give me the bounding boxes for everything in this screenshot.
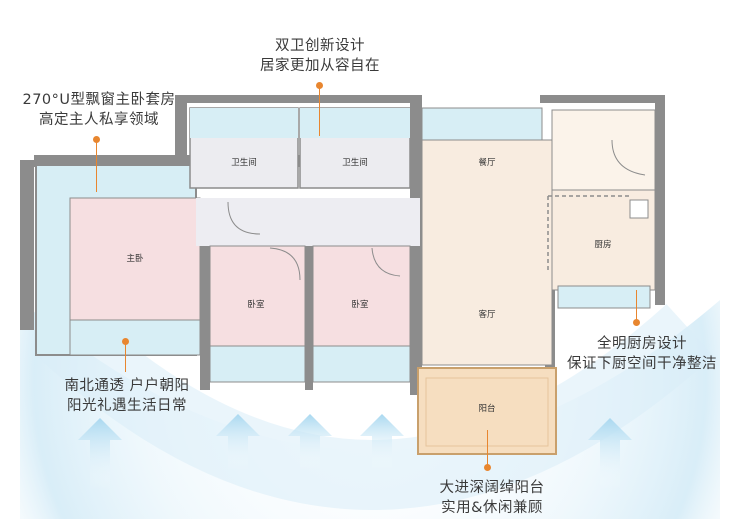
- callout-balcony-line2: 实用&休闲兼顾: [441, 500, 543, 516]
- callout-bathrooms-dot: [316, 82, 323, 89]
- door-swings: [227, 139, 646, 281]
- room-label-bathroom-2: 卫生间: [342, 158, 368, 168]
- callout-kitchen-dot: [633, 319, 640, 326]
- callout-kitchen-line1: 全明厨房设计: [597, 336, 687, 352]
- sunlight-arrows: [78, 414, 632, 490]
- kitchen-appliance: [629, 199, 649, 219]
- callout-master-leader: [96, 140, 97, 192]
- arrow-up-icon: [288, 414, 332, 470]
- room-label-kitchen: 厨房: [594, 240, 612, 250]
- master-bedroom: [69, 197, 201, 321]
- callout-kitchen-line2: 保证下厨空间干净整洁: [567, 356, 717, 372]
- room-label-dining: 餐厅: [478, 158, 496, 168]
- dining-living: [421, 139, 553, 366]
- bedroom-1: [209, 245, 306, 347]
- callout-balcony: 大进深阔绰阳台 实用&休闲兼顾: [422, 478, 562, 518]
- callout-master-dot: [93, 136, 100, 143]
- callout-balcony-leader: [487, 430, 488, 466]
- room-label-bedroom-2: 卧室: [351, 300, 369, 310]
- north-window-dining: [421, 107, 543, 141]
- kitchen-partition: [547, 195, 630, 270]
- callout-master-line1: 270°U型飘窗主卧套房: [22, 92, 176, 108]
- bedroom-1-window: [209, 345, 306, 383]
- kitchen-window: [557, 285, 651, 309]
- room-label-master-bedroom: 主卧: [126, 254, 144, 264]
- callout-north-south-line2: 阳光礼遇生活日常: [67, 398, 187, 414]
- master-south-window: [69, 319, 201, 356]
- room-label-bedroom-1: 卧室: [247, 300, 265, 310]
- arrow-up-icon: [78, 418, 122, 490]
- room-label-living: 客厅: [478, 310, 496, 320]
- callout-master: 270°U型飘窗主卧套房 高定主人私享领域: [14, 90, 184, 130]
- room-label-bathroom-1: 卫生间: [231, 158, 257, 168]
- callout-north-south-line1: 南北通透 户户朝阳: [64, 378, 190, 394]
- arrow-up-icon: [216, 414, 260, 470]
- callout-north-south-dot: [122, 338, 129, 345]
- callout-balcony-line1: 大进深阔绰阳台: [439, 480, 545, 496]
- arrow-up-icon: [360, 414, 404, 470]
- callout-master-line2: 高定主人私享领域: [39, 112, 159, 128]
- bedroom-2-window: [312, 345, 411, 383]
- arrow-up-icon: [588, 418, 632, 490]
- kitchen-north: [551, 109, 656, 191]
- callout-north-south: 南北通透 户户朝阳 阳光礼遇生活日常: [52, 376, 202, 416]
- callout-balcony-dot: [484, 464, 491, 471]
- callout-bathrooms-leader: [319, 86, 320, 136]
- callout-bathrooms: 双卫创新设计 居家更加从容自在: [250, 36, 390, 76]
- bath-window-1: [190, 108, 298, 138]
- room-label-balcony: 阳台: [478, 404, 496, 414]
- callout-bathrooms-line2: 居家更加从容自在: [260, 58, 380, 74]
- callout-bathrooms-line1: 双卫创新设计: [275, 38, 365, 54]
- bedroom-2: [312, 245, 411, 347]
- callout-kitchen-leader: [636, 290, 637, 320]
- sunlight-arc: [36, 304, 714, 510]
- hallway: [196, 198, 420, 246]
- callout-north-south-leader: [125, 342, 126, 372]
- callout-kitchen: 全明厨房设计 保证下厨空间干净整洁: [562, 334, 722, 374]
- bath-window-2: [300, 108, 410, 138]
